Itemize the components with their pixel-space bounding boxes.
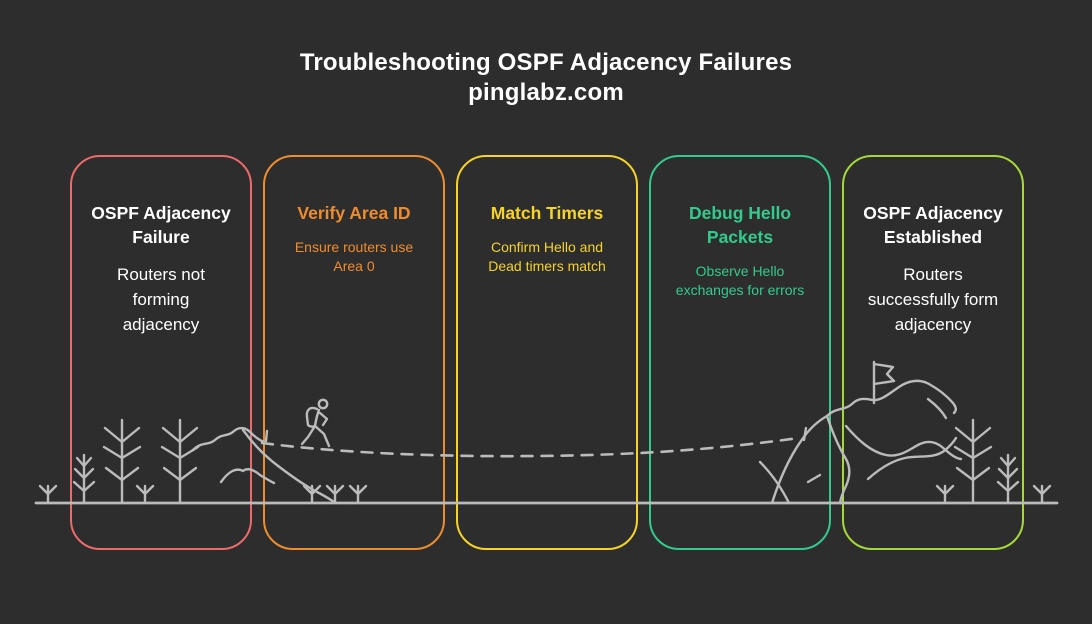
sprout-icon [38, 484, 58, 505]
step-card-ospf-adjacency-failure: OSPF Adjacency Failure Routers not formi… [70, 155, 252, 550]
step-card-ospf-adjacency-established: OSPF Adjacency Established Routers succe… [842, 155, 1024, 550]
step-body: Observe Hello exchanges for errors [675, 263, 805, 298]
title-block: Troubleshooting OSPF Adjacency Failures … [0, 48, 1092, 108]
step-card-verify-area-id: Verify Area ID Ensure routers use Area 0 [263, 155, 445, 550]
step-heading: Debug Hello Packets [688, 203, 792, 247]
step-body: Routers not forming adjacency [117, 265, 205, 334]
site-name: pinglabz.com [468, 79, 624, 106]
step-body: Routers successfully form adjacency [867, 265, 999, 334]
step-heading: Match Timers [490, 203, 604, 223]
step-body: Confirm Hello and Dead timers match [488, 239, 606, 274]
step-heading: Verify Area ID [297, 203, 411, 223]
step-card-match-timers: Match Timers Confirm Hello and Dead time… [456, 155, 638, 550]
steps-row: OSPF Adjacency Failure Routers not formi… [70, 155, 1024, 550]
step-heading: OSPF Adjacency Failure [91, 203, 231, 247]
step-heading: OSPF Adjacency Established [863, 203, 1003, 247]
step-card-debug-hello-packets: Debug Hello Packets Observe Hello exchan… [649, 155, 831, 550]
sprout-icon [1032, 484, 1052, 505]
page-title: Troubleshooting OSPF Adjacency Failures [299, 49, 793, 76]
step-body: Ensure routers use Area 0 [294, 239, 414, 274]
